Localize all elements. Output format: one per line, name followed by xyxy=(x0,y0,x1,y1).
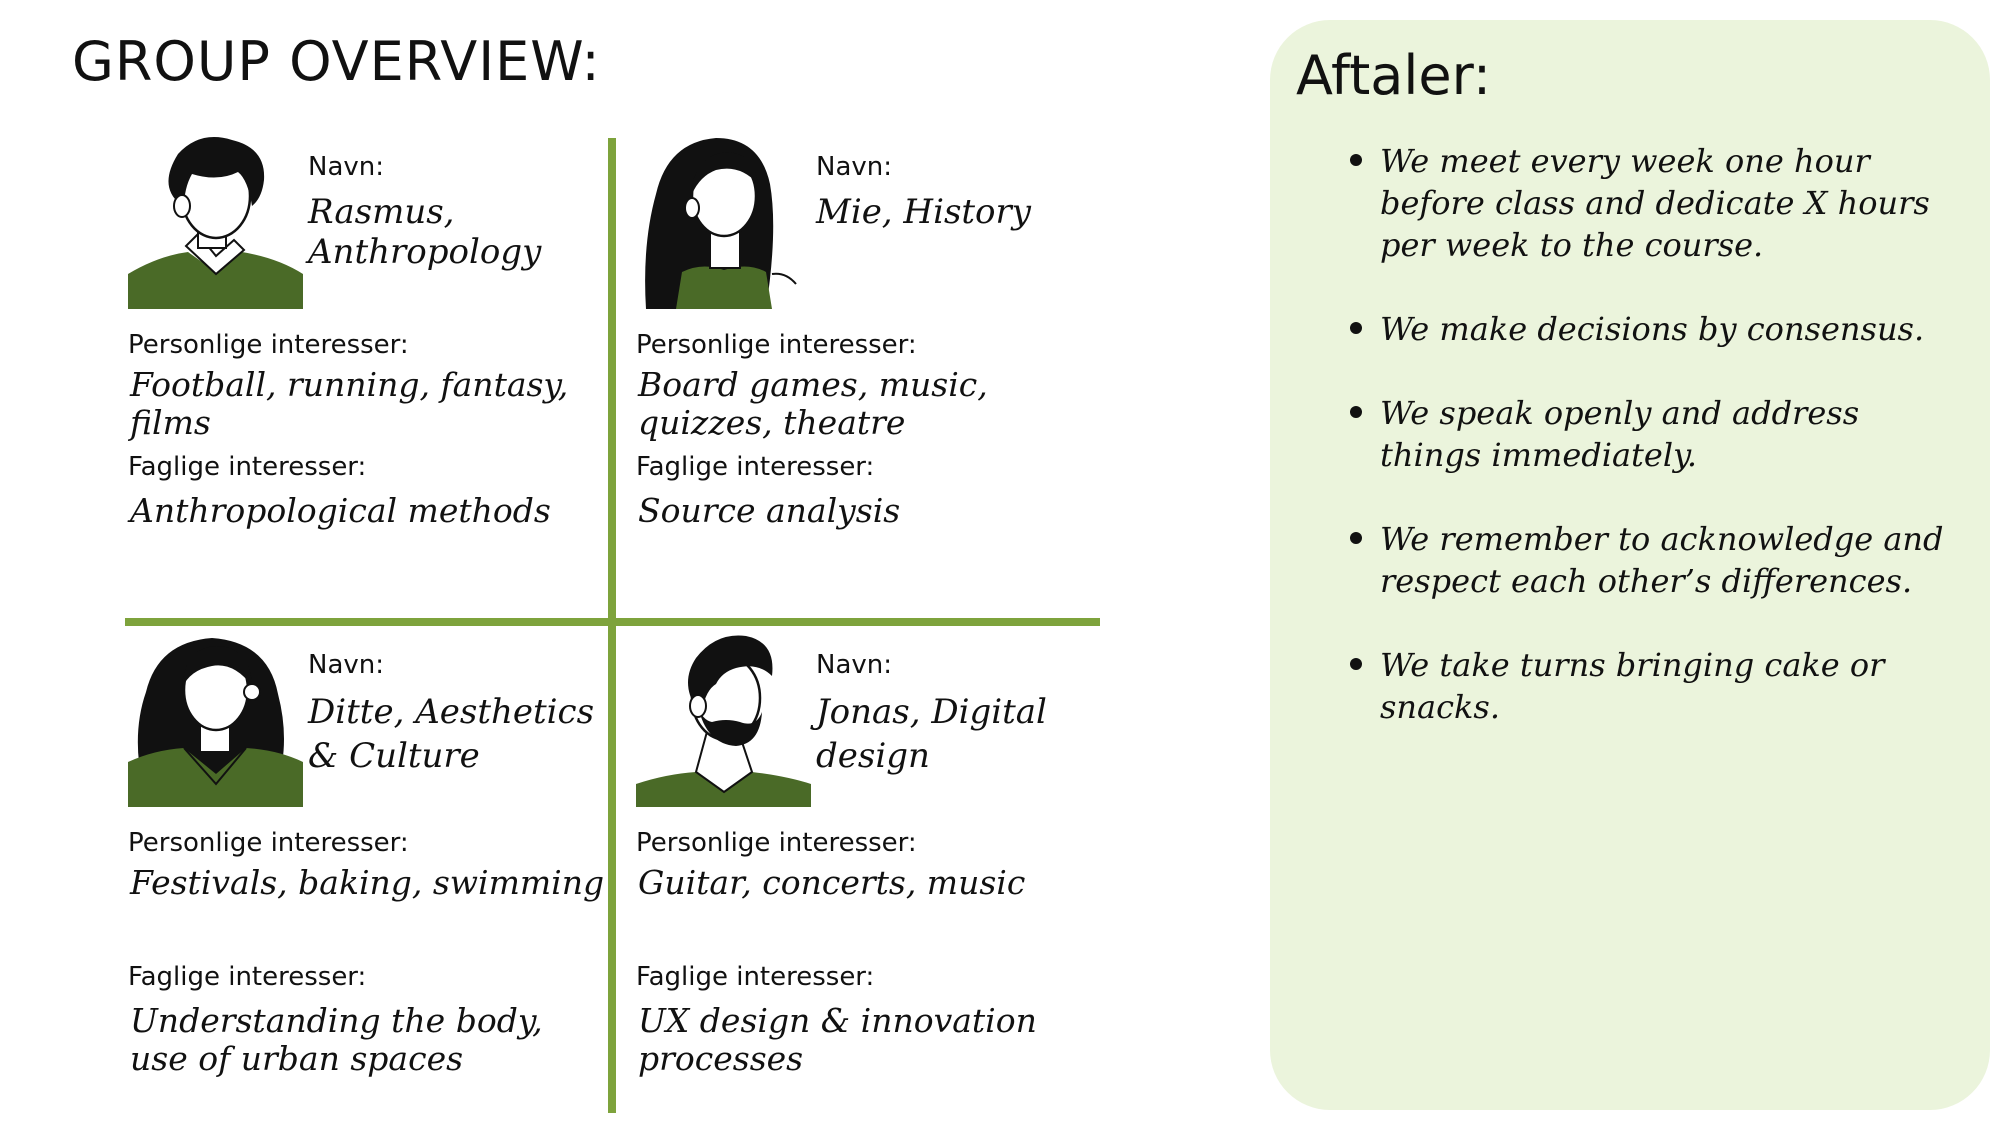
academic-interests-value: UX design & innovation processes xyxy=(638,1001,1037,1078)
member-name: Rasmus, Anthropology xyxy=(308,192,542,272)
agreement-text: We speak openly and address things immed… xyxy=(1380,394,1860,474)
bullet-icon xyxy=(1350,406,1362,418)
academic-interests-value: Understanding the body, use of urban spa… xyxy=(130,1001,543,1078)
bullet-icon xyxy=(1350,658,1362,670)
member-name: Jonas, Digital design xyxy=(816,692,1047,776)
agreement-item: We meet every week one hour before class… xyxy=(1350,140,1950,266)
bullet-icon xyxy=(1350,154,1362,166)
member-name: Mie, History xyxy=(816,192,1031,232)
personal-interests-label: Personlige interesser: xyxy=(128,330,409,360)
academic-interests-label: Faglige interesser: xyxy=(128,452,367,482)
agreement-text: We take turns bringing cake or snacks. xyxy=(1380,646,1885,726)
personal-interests-value: Board games, music, quizzes, theatre xyxy=(638,365,988,442)
bullet-icon xyxy=(1350,532,1362,544)
bullet-icon xyxy=(1350,322,1362,334)
name-label: Navn: xyxy=(816,152,893,182)
horizontal-divider xyxy=(125,618,1100,626)
person-short-hair-collar-icon xyxy=(128,134,303,309)
academic-interests-label: Faglige interesser: xyxy=(636,962,875,992)
academic-interests-label: Faglige interesser: xyxy=(636,452,875,482)
agreement-text: We make decisions by consensus. xyxy=(1380,310,1925,348)
agreement-item: We remember to acknowledge and respect e… xyxy=(1350,518,1950,602)
member-card-ditte: Navn: Ditte, Aesthetics & Culture Person… xyxy=(128,628,608,1108)
member-card-mie: Navn: Mie, History Personlige interesser… xyxy=(636,130,1116,610)
person-long-hair-icon xyxy=(636,134,811,309)
personal-interests-label: Personlige interesser: xyxy=(636,330,917,360)
agreements-title: Aftaler: xyxy=(1296,44,1492,107)
page-title: GROUP OVERVIEW: xyxy=(72,30,601,93)
name-label: Navn: xyxy=(308,650,385,680)
personal-interests-label: Personlige interesser: xyxy=(636,828,917,858)
person-curly-hair-icon xyxy=(128,632,303,807)
person-beard-icon xyxy=(636,632,811,807)
agreement-item: We speak openly and address things immed… xyxy=(1350,392,1950,476)
member-card-jonas: Navn: Jonas, Digital design Personlige i… xyxy=(636,628,1116,1108)
academic-interests-value: Anthropological methods xyxy=(130,491,551,530)
personal-interests-value: Festivals, baking, swimming xyxy=(130,863,605,902)
name-label: Navn: xyxy=(308,152,385,182)
agreement-item: We take turns bringing cake or snacks. xyxy=(1350,644,1950,728)
agreement-item: We make decisions by consensus. xyxy=(1350,308,1950,350)
personal-interests-value: Guitar, concerts, music xyxy=(638,863,1026,902)
agreements-panel: Aftaler: We meet every week one hour bef… xyxy=(1270,20,1990,1110)
agreement-text: We remember to acknowledge and respect e… xyxy=(1380,520,1944,600)
academic-interests-label: Faglige interesser: xyxy=(128,962,367,992)
name-label: Navn: xyxy=(816,650,893,680)
member-card-rasmus: Navn: Rasmus, Anthropology Personlige in… xyxy=(128,130,608,610)
personal-interests-value: Football, running, fantasy, films xyxy=(130,365,569,442)
agreements-list: We meet every week one hour before class… xyxy=(1350,140,1950,770)
academic-interests-value: Source analysis xyxy=(638,491,901,530)
agreement-text: We meet every week one hour before class… xyxy=(1380,142,1930,264)
personal-interests-label: Personlige interesser: xyxy=(128,828,409,858)
member-name: Ditte, Aesthetics & Culture xyxy=(308,692,595,776)
